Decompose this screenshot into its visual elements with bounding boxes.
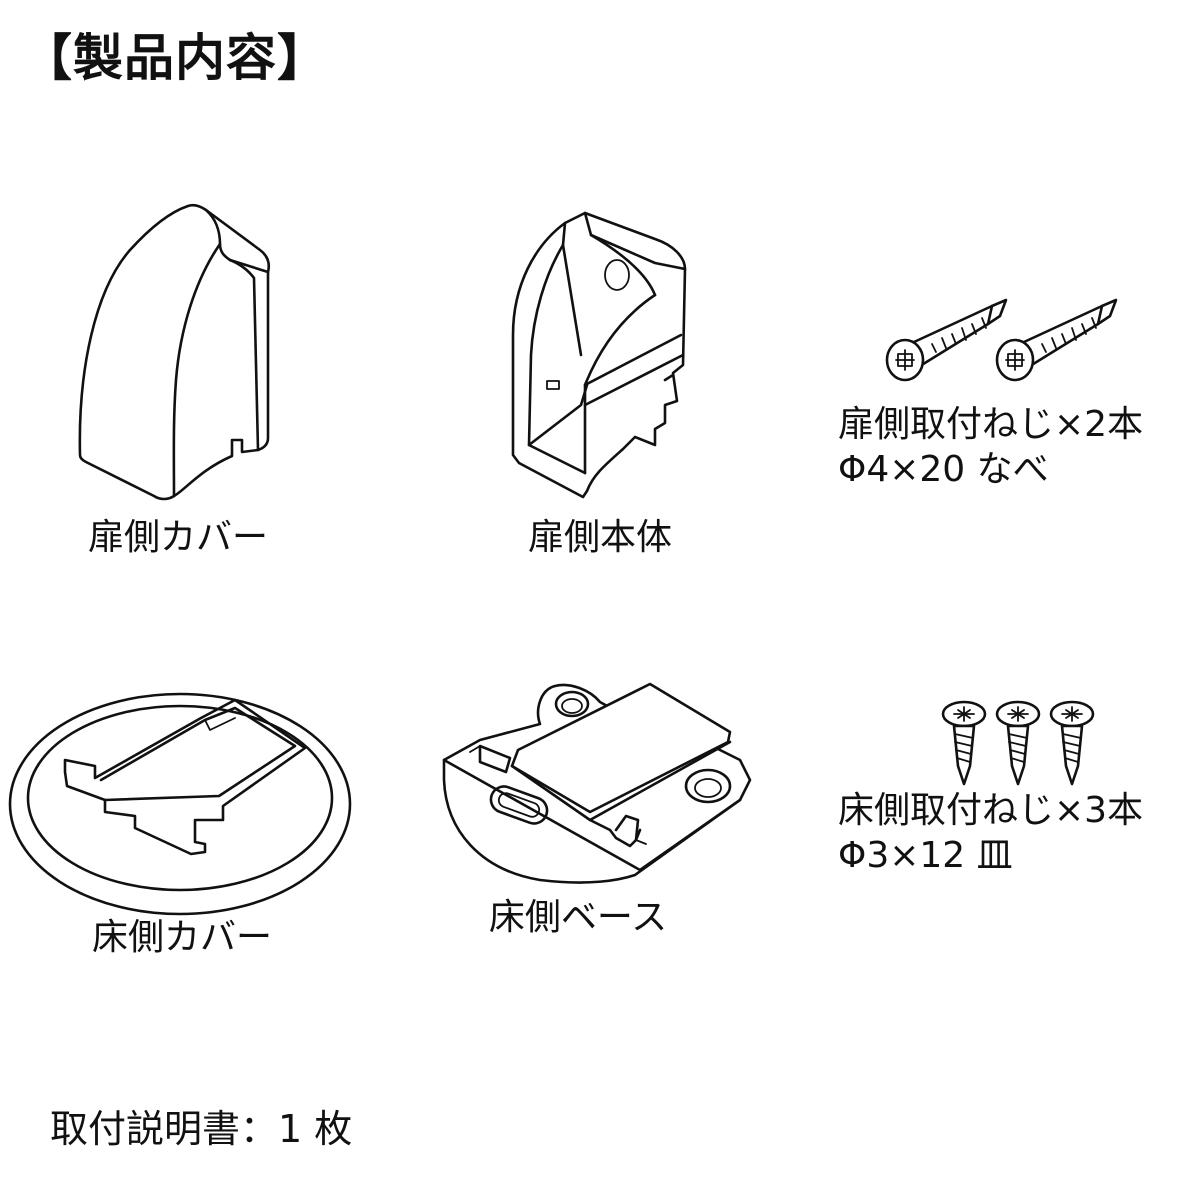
instruction-manual-quantity: 1 枚 (278, 1107, 353, 1151)
door-side-body-label: 扉側本体 (527, 517, 673, 558)
floor-side-base-illustration (442, 682, 752, 884)
instruction-manual-label: 取付説明書 (50, 1107, 241, 1151)
instruction-manual-separator: ： (240, 1107, 279, 1151)
door-side-screws-label: 扉側取付ねじ×2本 Φ4×20 なべ (838, 402, 1143, 492)
door-side-cover-label: 扉側カバー (87, 517, 269, 558)
door-side-screws-label-line2: Φ4×20 なべ (838, 449, 1049, 490)
floor-side-screws-label: 床側取付ねじ×3本 Φ3×12 皿 (838, 788, 1143, 878)
flat-head-screw-illustration-2 (995, 700, 1041, 786)
pan-head-screw-illustration-1 (885, 298, 1008, 382)
flat-head-screw-illustration-3 (1049, 700, 1095, 786)
page-title: 【製品内容】 (22, 29, 328, 87)
floor-side-base-label: 床側ベース (488, 897, 668, 938)
instruction-manual-line: 取付説明書：1 枚 (50, 1098, 352, 1153)
door-side-body-illustration (511, 211, 687, 499)
floor-side-cover-label: 床側カバー (91, 917, 273, 958)
flat-head-screw-illustration-1 (941, 700, 987, 786)
floor-side-screws-label-line1: 床側取付ねじ×3本 (838, 790, 1144, 831)
floor-side-screws-label-line2: Φ3×12 皿 (838, 835, 1013, 876)
door-side-cover-illustration (78, 203, 271, 501)
pan-head-screw-illustration-2 (995, 298, 1118, 382)
floor-side-cover-illustration (8, 692, 352, 916)
door-side-screws-label-line1: 扉側取付ねじ×2本 (838, 404, 1144, 445)
